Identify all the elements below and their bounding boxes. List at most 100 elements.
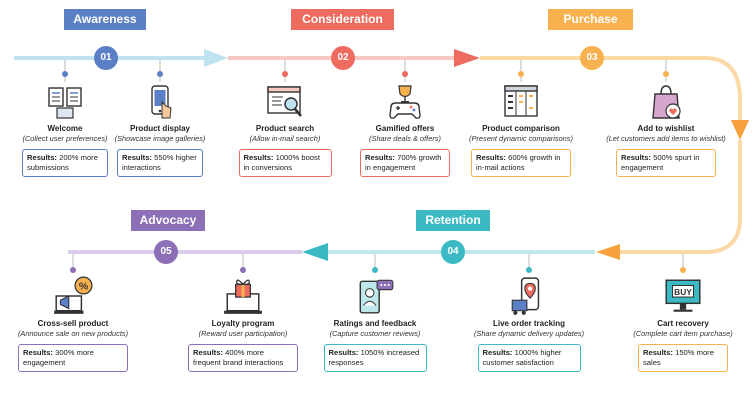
step-cart-recovery: BUY Cart recovery (Complete cart item pu… xyxy=(623,275,743,372)
step-title: Product display xyxy=(129,124,190,133)
step-results-box: Results: 1000% higher customer satisfact… xyxy=(477,344,581,372)
browser-search-icon xyxy=(267,86,302,117)
chat-feedback-icon xyxy=(359,279,394,314)
step-product-display: Product display (Showcase image gallerie… xyxy=(100,82,220,177)
results-prefix: Results: xyxy=(365,153,395,162)
step-title: Loyalty program xyxy=(211,319,275,328)
flow-segment-advocacy xyxy=(68,250,302,254)
step-welcome: Welcome (Collect user preferences) Resul… xyxy=(5,82,125,177)
step-title: Welcome xyxy=(47,124,83,133)
results-prefix: Results: xyxy=(621,153,651,162)
svg-text:%: % xyxy=(79,281,89,293)
results-prefix: Results: xyxy=(122,153,152,162)
step-results-box: Results: 150% more sales xyxy=(638,344,728,372)
step-subtitle: (Showcase image galleries) xyxy=(114,134,206,143)
step-live-order-tracking: Live order tracking (Share dynamic deliv… xyxy=(469,275,589,372)
stage-label-advocacy: Advocacy xyxy=(131,210,205,231)
stage-label-retention: Retention xyxy=(416,210,490,231)
flow-arrow-return xyxy=(596,244,620,260)
step-results: 200% more submissions xyxy=(27,153,98,172)
step-results-box: Results: 400% more frequent brand intera… xyxy=(188,344,298,372)
step-results-box: Results: 1050% increased responses xyxy=(323,344,427,372)
step-subtitle: (Reward user participation) xyxy=(198,329,288,338)
stage-node-01: 01 xyxy=(94,46,118,70)
step-results: 550% higher interactions xyxy=(122,153,197,172)
step-results-box: Results: 500% spurt in engagement xyxy=(616,149,716,177)
step-cross-sell-product: % Cross-sell product (Announce sale on n… xyxy=(13,275,133,372)
results-prefix: Results: xyxy=(643,348,673,357)
step-results: 500% spurt in engagement xyxy=(621,153,700,172)
step-results-box: Results: 300% more engagement xyxy=(18,344,128,372)
stage-label-awareness: Awareness xyxy=(64,9,146,30)
megaphone-laptop-icon: % xyxy=(54,276,93,314)
step-subtitle: (Allow in-mail search) xyxy=(249,134,321,143)
results-prefix: Results: xyxy=(243,153,274,162)
step-subtitle: (Collect user preferences) xyxy=(22,134,108,143)
stage-node-02: 02 xyxy=(331,46,355,70)
phone-tracking-icon xyxy=(511,277,540,315)
flow-arrow-consideration xyxy=(454,49,480,67)
gamepad-trophy-icon xyxy=(389,85,421,119)
step-subtitle: (Capture customer reviews) xyxy=(329,329,421,338)
step-ratings-and-feedback: Ratings and feedback (Capture customer r… xyxy=(315,275,435,372)
stage-label-consideration: Consideration xyxy=(291,9,394,30)
step-subtitle: (Present dynamic comparisons) xyxy=(469,134,573,143)
document-grid-icon xyxy=(48,87,82,119)
step-gamified-offers: Gamified offers (Share deals & offers) R… xyxy=(345,82,465,177)
step-connector-dots-top xyxy=(62,71,669,77)
step-product-search: Product search (Allow in-mail search) Re… xyxy=(225,82,345,177)
step-add-to-wishlist: Add to wishlist (Let customers add items… xyxy=(606,82,726,177)
step-results: 150% more sales xyxy=(643,348,714,367)
stage-node-04: 04 xyxy=(441,240,465,264)
shopping-bag-heart-icon xyxy=(652,85,681,119)
step-results-box: Results: 700% growth in engagement xyxy=(360,149,450,177)
results-prefix: Results: xyxy=(482,348,513,357)
results-prefix: Results: xyxy=(476,153,506,162)
results-prefix: Results: xyxy=(193,348,223,357)
stage-node-03: 03 xyxy=(580,46,604,70)
step-title: Gamified offers xyxy=(375,124,435,133)
flow-arrow-purchase xyxy=(731,120,749,140)
step-subtitle: (Complete cart item purchase) xyxy=(633,329,733,338)
stage-node-05: 05 xyxy=(154,240,178,264)
step-results: 600% growth in in-mail actions xyxy=(476,153,561,172)
step-connectors-top xyxy=(64,60,667,82)
step-results: 1000% boost in conversions xyxy=(243,153,320,172)
flow-segment-return xyxy=(620,140,742,254)
step-product-comparison: Product comparison (Present dynamic comp… xyxy=(461,82,581,177)
step-title: Cross-sell product xyxy=(37,319,109,328)
step-subtitle: (Share dynamic delivery updates) xyxy=(473,329,585,338)
step-results-box: Results: 600% growth in in-mail actions xyxy=(471,149,571,177)
step-results: 1000% higher customer satisfaction xyxy=(482,348,562,367)
step-loyalty-program: Loyalty program (Reward user participati… xyxy=(183,275,303,372)
step-title: Ratings and feedback xyxy=(333,319,417,328)
step-title: Live order tracking xyxy=(492,319,566,328)
step-results-box: Results: 550% higher interactions xyxy=(117,149,203,177)
comparison-table-icon xyxy=(504,85,538,117)
step-results: 400% more frequent brand interactions xyxy=(193,348,284,367)
step-connector-dots-bottom xyxy=(70,267,686,273)
results-prefix: Results: xyxy=(328,348,359,357)
step-title: Product search xyxy=(255,124,315,133)
step-title: Product comparison xyxy=(482,124,560,133)
step-title: Add to wishlist xyxy=(637,124,695,133)
step-results: 300% more engagement xyxy=(23,348,94,367)
results-prefix: Results: xyxy=(23,348,53,357)
step-results-box: Results: 200% more submissions xyxy=(22,149,108,177)
stage-label-purchase: Purchase xyxy=(548,9,633,30)
flow-segment-purchase xyxy=(480,56,742,120)
step-results: 1050% increased responses xyxy=(328,348,420,367)
step-results-box: Results: 1000% boost in conversions xyxy=(238,149,332,177)
gift-laptop-icon xyxy=(224,279,262,314)
step-subtitle: (Let customers add items to wishlist) xyxy=(606,134,726,143)
results-prefix: Results: xyxy=(27,153,57,162)
step-subtitle: (Share deals & offers) xyxy=(369,134,441,143)
flow-arrow-retention xyxy=(302,243,328,261)
smartphone-touch-icon xyxy=(151,85,172,119)
step-subtitle: (Announce sale on new products) xyxy=(17,329,129,338)
buy-monitor-icon: BUY xyxy=(665,279,701,312)
flow-arrow-awareness xyxy=(204,49,228,67)
step-title: Cart recovery xyxy=(657,319,709,328)
step-results: 700% growth in engagement xyxy=(365,153,442,172)
